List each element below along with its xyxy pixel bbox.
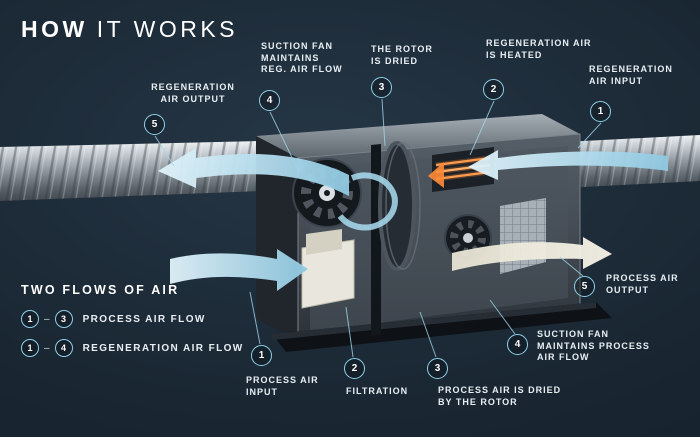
reg-fan-hub-center [324,190,330,196]
intake-filter-box [301,229,355,309]
leader-reg-heated [469,100,495,156]
callout-number-filtration: 2 [344,358,365,379]
callout-number-process-dried: 3 [427,358,448,379]
heater-element-1 [435,156,491,167]
leader-rotor-dried [381,98,386,147]
callout-number-suction-fan-process: 4 [507,334,528,355]
callout-number-regeneration-heated: 2 [483,79,504,100]
callout-number-process-input: 1 [251,345,272,366]
cabinet [256,114,612,352]
process-output-arrow [452,237,612,271]
title-bold: HOW [21,16,88,42]
callout-label-process-output: PROCESS AIR OUTPUT [606,273,679,295]
callout-label-filtration: FILTRATION [346,386,409,396]
legend-row-regeneration: 1 – 4 REGENERATION AIR FLOW [21,339,244,357]
left-duct [0,141,262,201]
rotor-rim [385,142,421,270]
page-title: HOW IT WORKS [21,16,238,43]
callout-number-process-output: 5 [574,276,595,297]
leader-lines [154,98,602,358]
callout-number-suction-fan-reg: 4 [259,90,280,111]
leader-process-dried [419,311,437,358]
legend-separator-dash-2: – [44,342,50,354]
legend-number-from-1b: 1 [21,339,39,357]
cabinet-base-edge [272,302,596,340]
callout-label-process-input: PROCESS AIR INPUT [246,375,319,397]
heater [428,147,494,192]
title-rest: IT WORKS [96,16,239,42]
leader-reg-input [577,122,602,149]
process-fan-blades [450,220,486,256]
legend-label-regeneration-flow: REGENERATION AIR FLOW [82,342,244,354]
legend-title: TWO FLOWS OF AIR [21,283,180,297]
process-filter-panel [500,198,546,274]
legend-label-process-flow: PROCESS AIR FLOW [82,313,206,325]
leader-filtration [345,306,354,358]
intake-box-top [306,229,342,255]
legend-row-process: 1 – 3 PROCESS AIR FLOW [21,310,244,328]
legend-number-to-3: 3 [54,310,73,328]
legend-separator-dash: – [44,313,50,325]
callout-label-suction-fan-process: SUCTION FAN MAINTAINS PROCESS AIR FLOW [537,329,650,362]
regeneration-input-arrow [468,150,668,180]
cabinet-top-face [256,114,580,158]
callout-label-process-dried: PROCESS AIR IS DRIED BY THE ROTOR [438,385,562,407]
callout-number-rotor-dried: 3 [371,77,392,98]
left-duct-ridges [0,141,262,201]
process-input-arrow [170,249,308,291]
process-fan-hub [463,233,473,243]
callout-label-suction-fan-reg: SUCTION FAN MAINTAINS REG. AIR FLOW [261,41,343,74]
callout-label-rotor-dried: THE ROTOR IS DRIED [371,44,433,66]
callout-number-regeneration-input: 1 [590,101,611,122]
heater-element-3 [435,170,491,181]
leader-process-output [559,256,584,277]
leader-suction-reg [269,111,299,171]
legend-number-to-4: 4 [54,339,73,357]
leader-suction-process [489,299,516,335]
filter-panel-mesh [500,198,546,274]
cabinet-left-face [256,136,298,342]
divider-panel [371,144,381,336]
callout-label-regeneration-heated: REGENERATION AIR IS HEATED [486,38,592,60]
air-flow-arrows [158,148,668,291]
legend-number-from-1: 1 [21,310,39,328]
callout-label-regeneration-air-output: REGENERATION AIR OUTPUT [151,82,235,104]
fan-swirl-arrow [337,172,398,231]
leader-reg-output [154,135,175,167]
heated-air-arrow [428,162,444,188]
callout-number-regeneration-air-output: 5 [144,114,165,135]
leader-process-input [249,291,261,345]
callout-label-regeneration-input: REGENERATION AIR INPUT [589,64,673,86]
regeneration-output-arrow [158,148,349,196]
legend: TWO FLOWS OF AIR 1 – 3 PROCESS AIR FLOW … [21,283,244,357]
